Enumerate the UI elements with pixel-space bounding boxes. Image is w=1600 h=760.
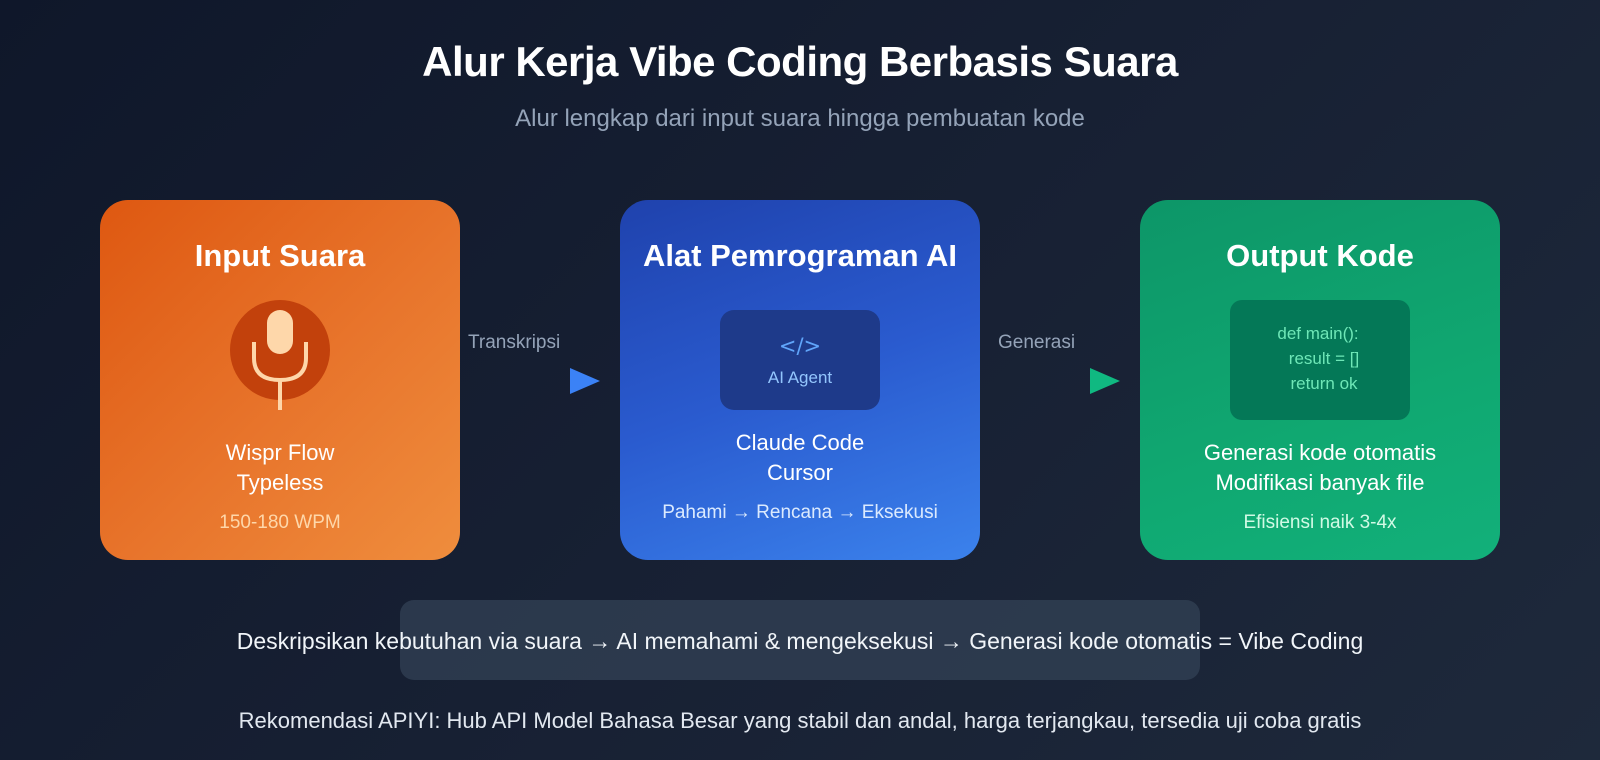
summary-box <box>400 600 1200 680</box>
card-ai-tools: Alat Pemrograman AI </> AI Agent Claude … <box>620 200 980 560</box>
arrow-label-generation: Generasi <box>998 332 1076 353</box>
tool-item: Claude Code <box>735 430 865 455</box>
summary-text: Deskripsikan kebutuhan via suara → AI me… <box>236 628 1364 654</box>
tool-item: Typeless <box>236 470 324 495</box>
arrow-label-transcription: Transkripsi <box>468 332 561 353</box>
microphone-icon <box>252 310 308 410</box>
feature-item: Generasi kode otomatis <box>1203 440 1437 465</box>
efficiency-note: Efisiensi naik 3-4x <box>1243 512 1397 533</box>
page-title: Alur Kerja Vibe Coding Berbasis Suara <box>422 38 1178 85</box>
ai-agent-badge: </> AI Agent <box>720 310 880 410</box>
card-title: Input Suara <box>194 238 366 273</box>
code-icon: </> <box>778 334 822 358</box>
card-code-output: Output Kode def main(): result = [] retu… <box>1140 200 1500 560</box>
arrow-right-icon <box>570 368 600 394</box>
tool-item: Wispr Flow <box>225 440 335 465</box>
code-snippet: def main(): result = [] return ok <box>1230 300 1410 420</box>
code-line: result = [] <box>1288 349 1360 368</box>
card-voice-input: Input Suara Wispr Flow Typeless 150-180 … <box>100 200 460 560</box>
code-line: def main(): <box>1277 324 1359 343</box>
footer-recommendation: Rekomendasi APIYI: Hub API Model Bahasa … <box>238 708 1362 733</box>
speed-note: 150-180 WPM <box>219 512 341 533</box>
process-note: Pahami → Rencana → Eksekusi <box>662 502 938 523</box>
ai-agent-label: AI Agent <box>767 368 833 387</box>
tool-item: Cursor <box>766 460 833 485</box>
feature-list: Generasi kode otomatis Modifikasi banyak… <box>1140 438 1500 498</box>
page-subtitle: Alur lengkap dari input suara hingga pem… <box>515 105 1085 132</box>
feature-item: Modifikasi banyak file <box>1215 470 1425 495</box>
tool-list: Claude Code Cursor <box>620 428 980 488</box>
card-title: Output Kode <box>1226 238 1414 273</box>
arrow-right-icon <box>1090 368 1120 394</box>
card-title: Alat Pemrograman AI <box>642 238 958 273</box>
code-line: return ok <box>1290 374 1358 393</box>
tool-list: Wispr Flow Typeless <box>100 438 460 498</box>
